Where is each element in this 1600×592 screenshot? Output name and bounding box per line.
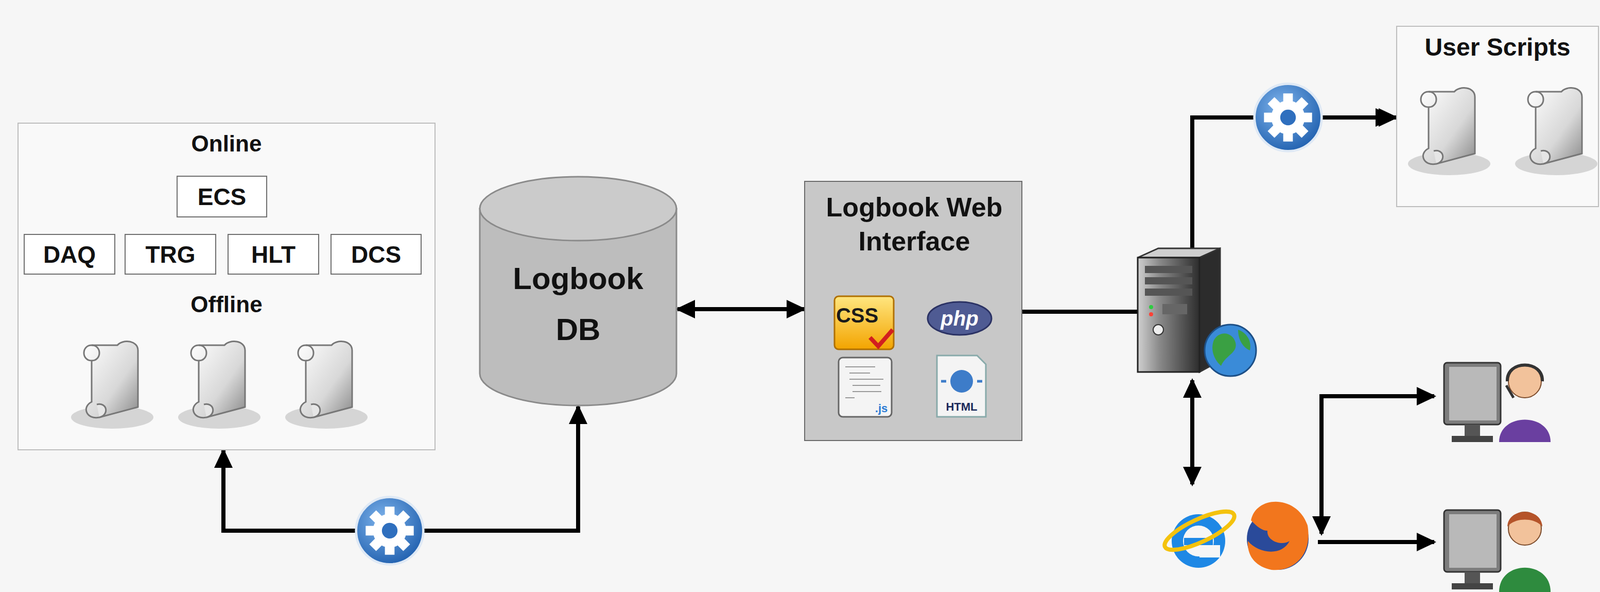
node-title: DAQ — [43, 240, 96, 269]
drawing-part — [1499, 567, 1551, 592]
drawing-part — [479, 176, 677, 241]
drawing-part — [1144, 276, 1193, 285]
drawing-part — [1199, 248, 1221, 372]
drawing-part — [1238, 329, 1251, 351]
drawing-part — [1444, 362, 1501, 442]
scripts-panel: User Scripts — [1396, 25, 1599, 207]
drawing-part — [1144, 265, 1193, 273]
drawing-part — [1204, 324, 1257, 376]
subsystem-box: DAQ — [23, 233, 116, 275]
drawing-part — [1153, 324, 1164, 335]
link-arrow — [1190, 379, 1195, 484]
drawing-part — [1508, 511, 1542, 545]
node-title: Logbook Web Interface — [810, 189, 1019, 258]
node-title: DCS — [351, 240, 402, 269]
subsystem-box: ECS — [176, 175, 268, 218]
drawing-part — [1149, 311, 1154, 317]
html-label: HTML — [945, 401, 978, 413]
node-title: Online — [18, 130, 435, 157]
drawing-part — [1247, 501, 1309, 570]
drawing-part — [1507, 511, 1543, 527]
system-panel: OnlineOffline ECS DAQ TRG HLT DCS — [17, 122, 436, 450]
drawing-part — [1506, 385, 1514, 398]
subsystem-box: DCS — [330, 233, 422, 275]
drawing-part — [1144, 288, 1193, 296]
node-title: Logbook DB — [499, 252, 657, 355]
drawing-part — [1199, 544, 1221, 558]
php-label: php — [940, 307, 979, 329]
subsystem-box: HLT — [227, 233, 320, 275]
gear-arrow — [1324, 115, 1394, 120]
drawing-part — [1184, 537, 1213, 545]
subsystem-box: TRG — [124, 233, 217, 275]
drawing-part — [1162, 303, 1188, 315]
node-subtitle: Offline — [18, 291, 435, 318]
drawing-part — [1160, 503, 1240, 557]
drawing-part — [1324, 115, 1394, 120]
drawing-part — [1183, 525, 1214, 556]
node-title: User Scripts — [1397, 32, 1598, 62]
link-arrow — [1317, 395, 1435, 542]
drawing-part — [1171, 513, 1226, 568]
drawing-part — [1499, 419, 1551, 443]
node-title: TRG — [145, 240, 196, 269]
drawing-part — [1321, 395, 1435, 534]
drawing-part — [1317, 539, 1435, 544]
js-label: .js — [875, 402, 888, 414]
node-title: ECS — [197, 182, 247, 211]
process-gear — [356, 83, 1323, 565]
drawing-part — [1246, 507, 1309, 570]
drawing-part — [1149, 304, 1154, 309]
browser-icon — [1160, 501, 1309, 570]
drawing-part — [1254, 83, 1323, 152]
drawing-part — [356, 496, 424, 565]
drawing-part — [1212, 333, 1237, 366]
database-cylinder: Logbook DB — [478, 175, 678, 407]
flow-arrow — [677, 306, 805, 311]
flow-arrow — [1022, 117, 1397, 312]
drawing-part — [1444, 509, 1501, 589]
user-icon — [1444, 362, 1551, 592]
node-title: HLT — [251, 240, 296, 269]
drawing-part — [1508, 364, 1542, 398]
drawing-part — [1507, 364, 1543, 382]
web-server — [1137, 248, 1257, 376]
drawing-part — [1137, 257, 1200, 372]
css-label: CSS — [836, 304, 879, 326]
drawing-part — [1137, 248, 1221, 258]
